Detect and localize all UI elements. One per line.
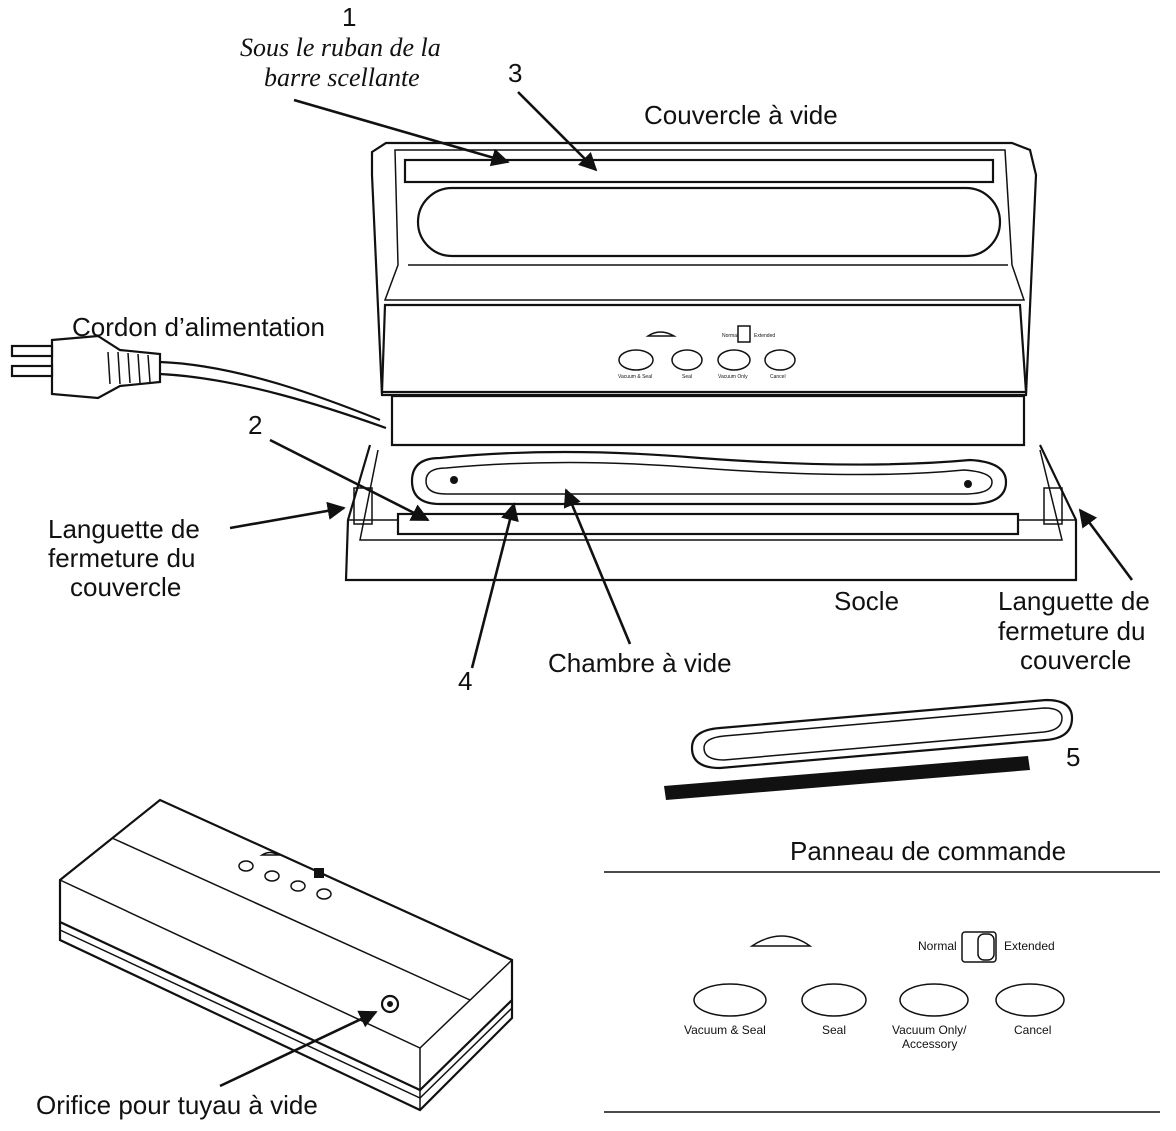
arrow-callout-2 bbox=[269, 438, 430, 522]
callout-number-5: 5 bbox=[1066, 742, 1080, 772]
mini-lbl-cancel: Cancel bbox=[770, 374, 786, 380]
vacuum-chamber-gasket bbox=[410, 450, 1008, 506]
mini-lbl-seal: Seal bbox=[682, 374, 692, 380]
base-top-surface bbox=[359, 449, 1063, 541]
control-panel-title: Panneau de commande bbox=[790, 836, 1066, 866]
arrow-latch-right bbox=[1078, 508, 1134, 581]
mini-btn-cancel bbox=[764, 349, 796, 371]
latch-left-label-line2: fermeture du bbox=[48, 543, 195, 573]
closed-lid-step bbox=[111, 837, 471, 1001]
mini-lbl-vacuum-seal: Vacuum & Seal bbox=[618, 374, 652, 380]
cancel-button bbox=[995, 983, 1065, 1017]
control-housing bbox=[380, 303, 1028, 394]
sealer-open-illustration: Normal Extended Vacuum & Seal Seal Vacuu… bbox=[10, 141, 1078, 582]
closed-switch-icon bbox=[314, 868, 324, 878]
plug-body bbox=[50, 334, 162, 400]
plug-grip bbox=[107, 351, 151, 385]
seal-button bbox=[801, 983, 867, 1017]
replacement-seal-strip bbox=[664, 756, 1030, 800]
seal-bar-tape bbox=[403, 158, 995, 184]
lid-gasket bbox=[416, 186, 1002, 258]
arrow-latch-left bbox=[229, 501, 346, 530]
plug-prong-bottom bbox=[10, 364, 54, 378]
vacuum-port-center bbox=[387, 1001, 393, 1007]
lid-inner bbox=[383, 149, 1026, 301]
callout-1-caption-line2: barre scellante bbox=[264, 63, 420, 92]
latch-right-label-line3: couvercle bbox=[1020, 645, 1131, 675]
housing-lower bbox=[390, 394, 1026, 447]
arrow-vacuum-port bbox=[219, 1010, 378, 1088]
closed-btn-1 bbox=[238, 860, 254, 872]
seal-label: Seal bbox=[822, 1023, 846, 1037]
callout-number-3: 3 bbox=[508, 58, 522, 88]
chamber-hole-right bbox=[964, 480, 972, 488]
vacuum-chamber-inner bbox=[425, 461, 993, 495]
mini-lbl-vacuum-only: Vacuum Only bbox=[718, 374, 748, 380]
vacuum-only-label-line1: Vacuum Only/ bbox=[892, 1023, 967, 1037]
mini-btn-vacuum-only bbox=[717, 349, 751, 371]
closed-btn-2 bbox=[264, 870, 280, 882]
arrow-callout-1 bbox=[293, 98, 510, 167]
vacuum-seal-label: Vacuum & Seal bbox=[684, 1023, 766, 1037]
vacuum-port-label: Orifice pour tuyau à vide bbox=[36, 1090, 318, 1120]
replacement-gasket-and-strip bbox=[664, 698, 1074, 800]
latch-right-label-line2: fermeture du bbox=[998, 616, 1145, 646]
closed-btn-4 bbox=[316, 888, 332, 900]
plug-prong-top bbox=[10, 344, 54, 358]
power-cord-2 bbox=[159, 372, 387, 430]
mini-switch-extended: Extended bbox=[754, 333, 775, 339]
callout-number-4: 4 bbox=[458, 666, 472, 696]
base-seal-strip bbox=[396, 512, 1020, 536]
replacement-gasket-inner bbox=[703, 707, 1063, 761]
callout-number-2: 2 bbox=[248, 410, 262, 440]
panel-indicator-light-icon bbox=[749, 935, 813, 947]
mini-switch-normal: Normal bbox=[722, 333, 738, 339]
callout-1-caption-line1: Sous le ruban de la bbox=[240, 33, 441, 62]
power-cord-label: Cordon d’alimentation bbox=[72, 312, 325, 342]
replacement-gasket bbox=[690, 698, 1074, 770]
latch-right-label-line1: Languette de bbox=[998, 586, 1150, 616]
mode-switch bbox=[961, 931, 997, 963]
mode-switch-knob bbox=[977, 933, 995, 961]
switch-label-normal: Normal bbox=[918, 939, 957, 953]
mini-switch-icon bbox=[737, 325, 751, 343]
power-cord-1 bbox=[159, 360, 381, 422]
sealer-closed-illustration bbox=[58, 798, 514, 1112]
vacuum-only-button bbox=[899, 983, 969, 1017]
vacuum-only-label-line2: Accessory bbox=[902, 1037, 957, 1051]
lid-outline bbox=[370, 141, 1038, 397]
vacuum-seal-button bbox=[693, 983, 767, 1017]
mini-btn-vacuum-seal bbox=[618, 349, 654, 371]
base-outline bbox=[344, 444, 1078, 582]
arrow-callout-4 bbox=[470, 502, 519, 669]
vacuum-chamber-label: Chambre à vide bbox=[548, 648, 732, 678]
cancel-label: Cancel bbox=[1014, 1023, 1051, 1037]
mini-btn-seal bbox=[671, 349, 703, 371]
callout-number-1: 1 bbox=[342, 2, 356, 32]
control-panel-detail: Panneau de commande Normal Extended Vacu… bbox=[604, 836, 1160, 1113]
latch-left-label-line1: Languette de bbox=[48, 514, 200, 544]
base-label: Socle bbox=[834, 586, 899, 616]
latch-right-shape bbox=[1043, 487, 1063, 525]
chamber-hole-left bbox=[450, 476, 458, 484]
closed-indicator-icon bbox=[259, 851, 281, 856]
indicator-light-icon bbox=[645, 331, 677, 337]
closed-btn-3 bbox=[290, 880, 306, 892]
latch-left-label-line3: couvercle bbox=[70, 572, 181, 602]
switch-label-extended: Extended bbox=[1004, 939, 1055, 953]
lid-label: Couvercle à vide bbox=[644, 100, 838, 130]
arrow-vacuum-chamber bbox=[563, 488, 632, 645]
arrow-callout-3 bbox=[517, 91, 598, 172]
